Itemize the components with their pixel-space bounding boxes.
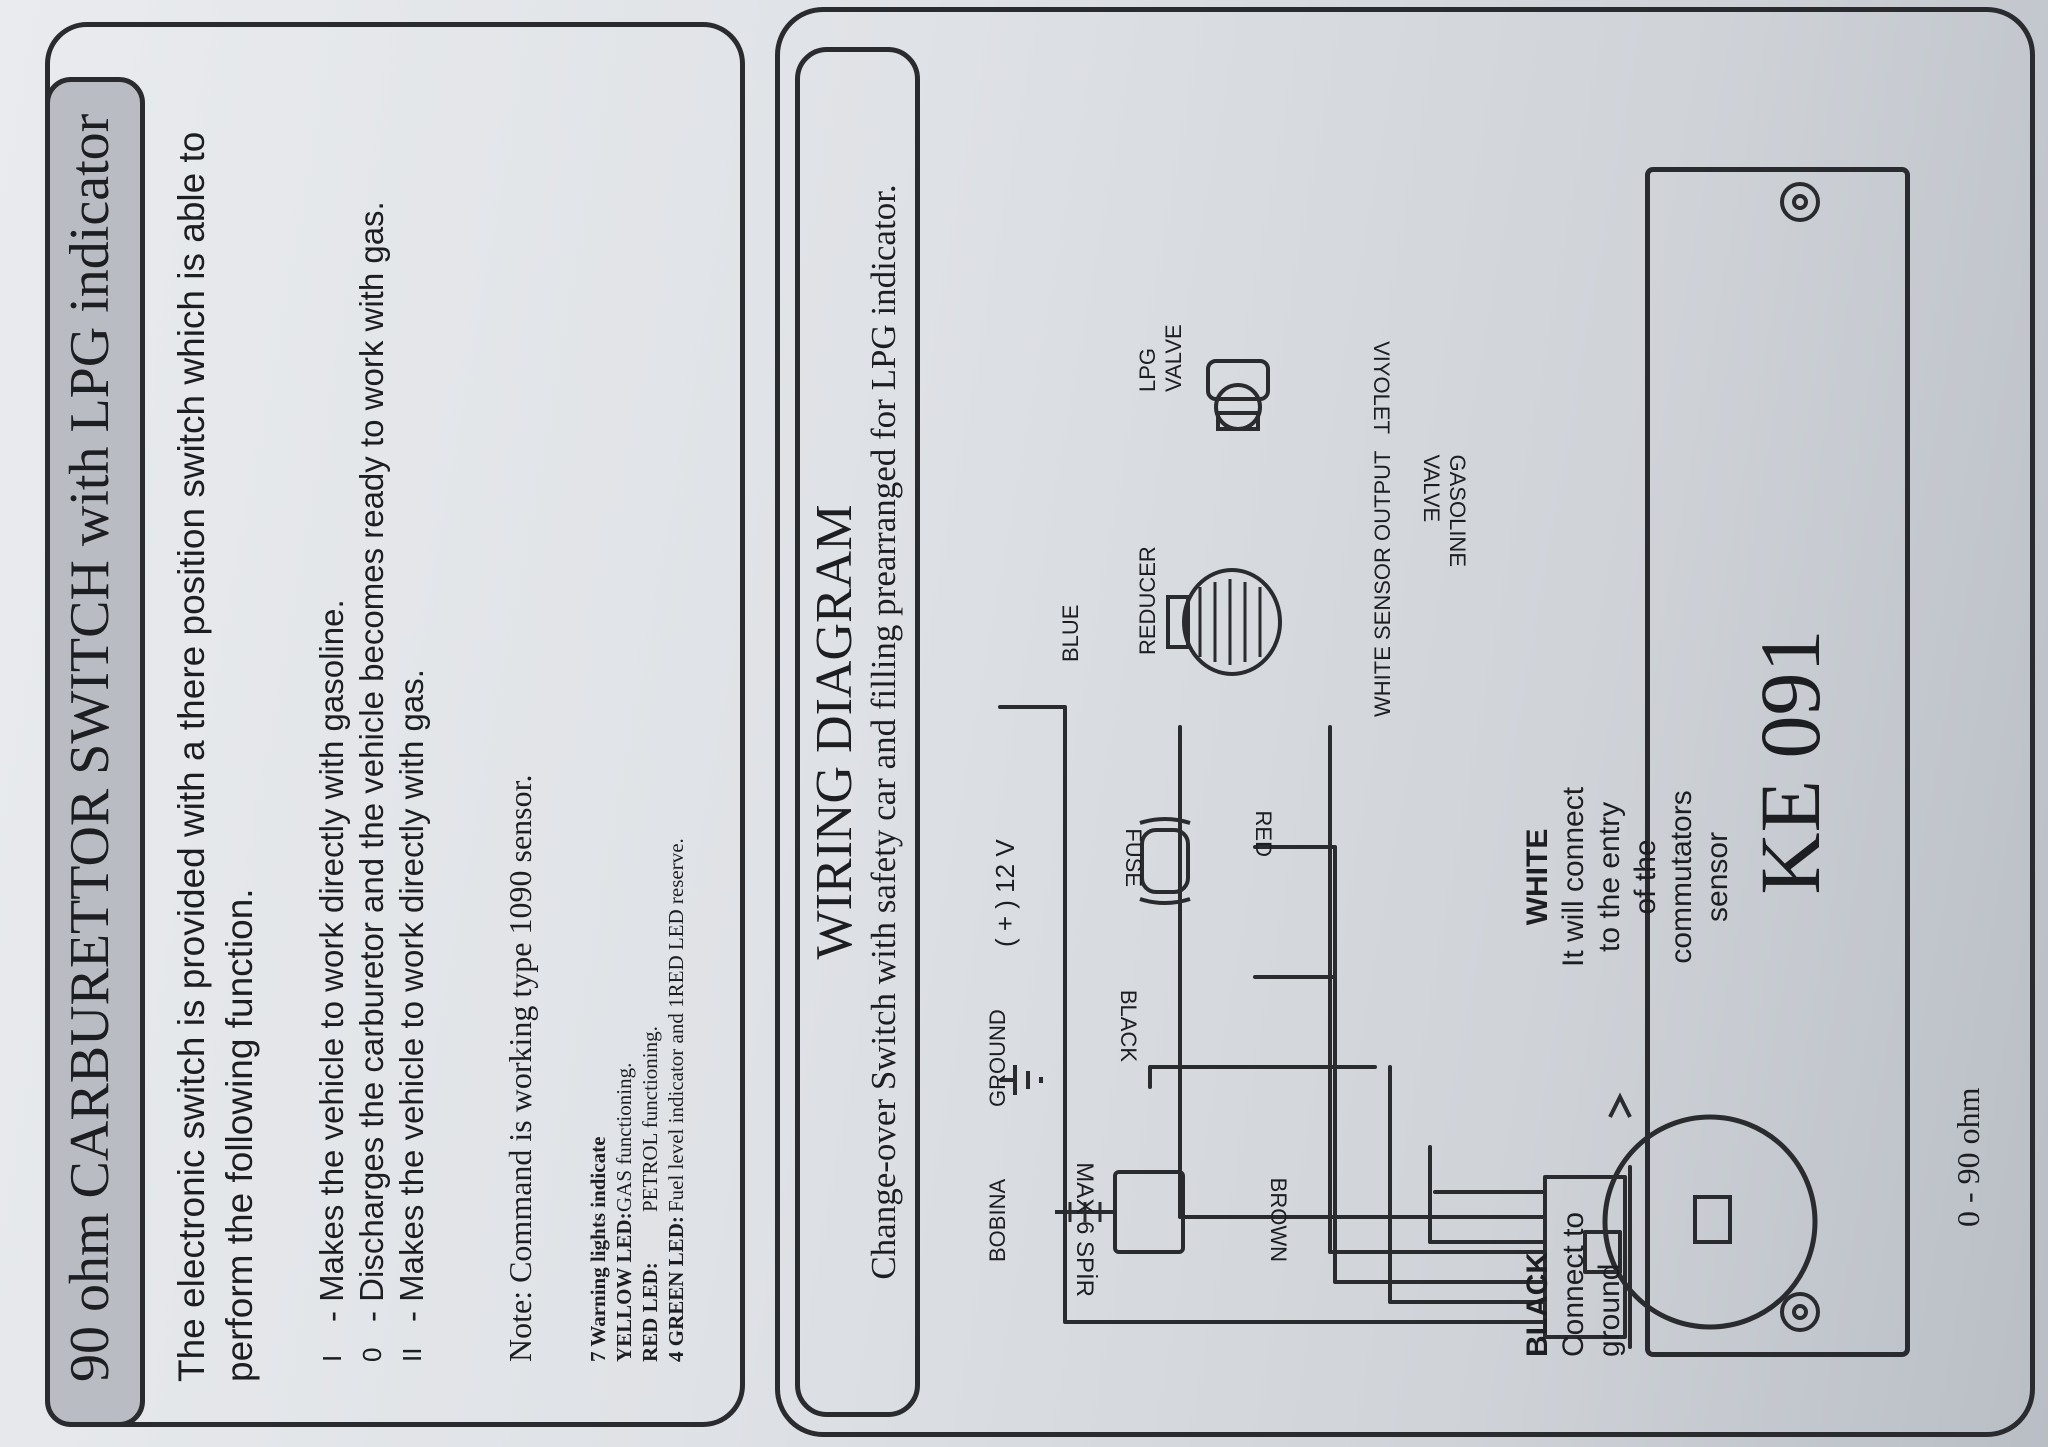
model-label: KE 091: [1742, 629, 1838, 895]
white-note: WHITE It will connect to the entry of th…: [1521, 786, 1734, 967]
ground-icon: [1000, 1065, 1043, 1095]
label-blue: BLUE: [1058, 604, 1083, 662]
mount-ears: [1780, 182, 1820, 1332]
label-brown: BROWN: [1266, 1177, 1291, 1262]
label-12v: ( + ) 12 V: [990, 839, 1020, 947]
label-black-wire: BLACK: [1116, 989, 1141, 1062]
label-red: RED: [1251, 810, 1276, 857]
brown-wire-top: [1178, 725, 1547, 1219]
range-label: 0 - 90 ohm: [1950, 1087, 1986, 1227]
black-note: BLACK Connect to ground: [1521, 1211, 1626, 1357]
label-ground: GROUND: [985, 1009, 1010, 1107]
label-max-spir: MAX 6 SPİR: [1071, 1162, 1098, 1297]
blue-wire: [1253, 975, 1547, 1284]
control-unit-box: KE 091: [1645, 167, 1910, 1357]
fuel-gauge-icon: [1602, 1114, 1818, 1330]
label-violet: VIYOLET: [1369, 341, 1394, 434]
black-wire: [998, 705, 1547, 1324]
label-reducer: REDUCER: [1135, 546, 1160, 655]
violet-wire: [1148, 1065, 1377, 1089]
label-white-sensor: WHITE SENSOR OUTPUT: [1370, 450, 1395, 717]
connector-block: [1543, 1175, 1627, 1339]
lpg-valve-icon: [1206, 359, 1270, 431]
fuse-icon: [1139, 817, 1191, 905]
label-fuse: FUSE: [1121, 828, 1146, 887]
label-bobina: BOBINA: [985, 1178, 1010, 1262]
red-wire: [1328, 725, 1547, 1254]
connector-latch: [1583, 1230, 1622, 1274]
coil-icon: [1055, 1170, 1185, 1254]
reducer-icon: [1166, 568, 1282, 676]
